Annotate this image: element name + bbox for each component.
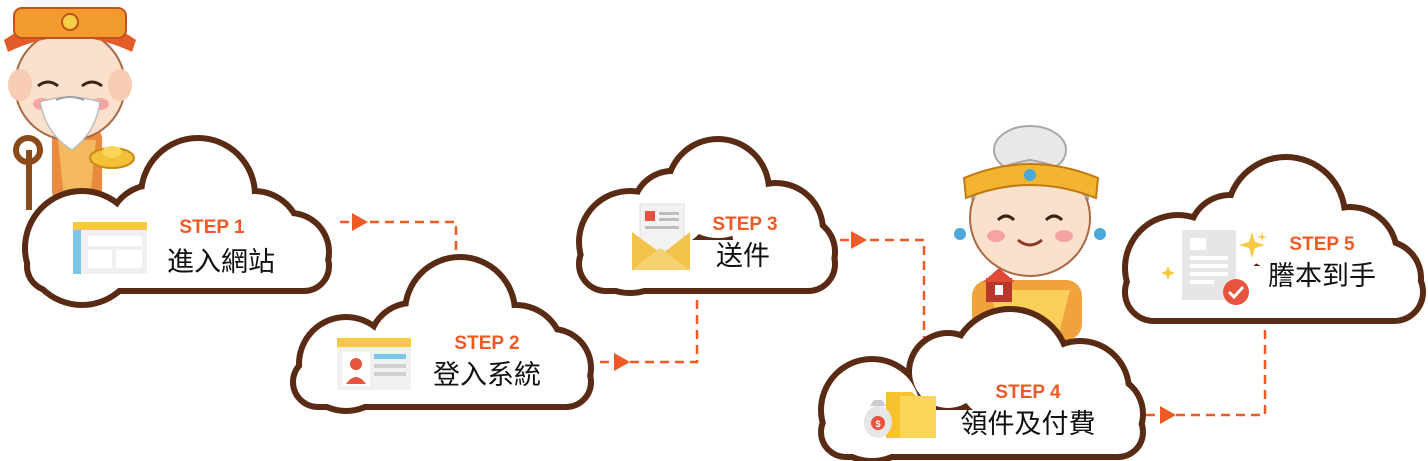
cloud-step-5 xyxy=(1122,154,1426,324)
arrowhead-3 xyxy=(851,231,867,249)
arrowhead-2 xyxy=(614,353,630,371)
certificate-check-icon xyxy=(1161,230,1267,305)
folder-money-bag-icon: $ xyxy=(864,392,936,438)
connector-3-to-4 xyxy=(840,238,926,338)
flow-arrowheads xyxy=(352,213,1176,424)
step-5-label: STEP 5 xyxy=(1289,234,1355,255)
step-4-title: 領件及付費 xyxy=(961,409,1096,440)
svg-text:$: $ xyxy=(875,419,880,429)
earth-god-mascot xyxy=(4,7,136,210)
step-5-text: STEP 5 謄本到手 xyxy=(1268,234,1376,292)
flow-connectors xyxy=(340,220,1267,417)
step-2-title: 登入系統 xyxy=(433,360,541,391)
connector-1-to-2 xyxy=(340,220,458,262)
cloud-step-3 xyxy=(576,136,838,296)
step-3-text: STEP 3 送件 xyxy=(712,214,777,272)
login-profile-icon xyxy=(337,338,411,390)
step-5-title: 謄本到手 xyxy=(1268,261,1376,292)
step-4-label: STEP 4 xyxy=(995,382,1061,403)
envelope-document-icon xyxy=(632,203,690,270)
connector-4-to-5 xyxy=(1146,324,1267,417)
arrowhead-1 xyxy=(352,213,368,231)
connector-2-to-3 xyxy=(600,292,699,364)
step-3-label: STEP 3 xyxy=(712,214,777,235)
arrowhead-4 xyxy=(1160,406,1176,424)
step-1-label: STEP 1 xyxy=(179,217,245,238)
browser-window-icon xyxy=(73,222,147,274)
step-3-title: 送件 xyxy=(716,241,770,272)
step-1-text: STEP 1 進入網站 xyxy=(167,217,275,278)
step-2-text: STEP 2 登入系統 xyxy=(433,333,541,391)
step-1-title: 進入網站 xyxy=(167,247,275,278)
step-2-label: STEP 2 xyxy=(454,333,519,354)
earth-goddess-mascot xyxy=(954,125,1106,340)
step-4-text: STEP 4 領件及付費 xyxy=(961,382,1096,440)
